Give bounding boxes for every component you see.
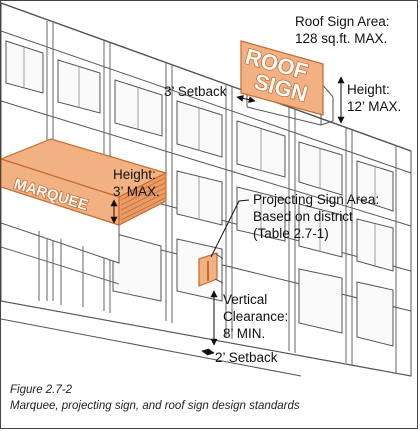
projecting-area-label: Projecting Sign Area: Based on district …	[253, 192, 380, 241]
projecting-sign	[198, 252, 224, 287]
roof-setback-dimension	[236, 94, 256, 104]
vertical-clearance-label: Vertical Clearance: 8’ MIN.	[223, 292, 289, 341]
figure-caption: Figure 2.7-2 Marquee, projecting sign, a…	[10, 382, 300, 414]
figure-number: Figure 2.7-2	[10, 384, 73, 396]
window-mullions	[23, 47, 376, 266]
clearance-dimension	[201, 290, 218, 356]
sidewalk-setback-label: 2’ Setback	[215, 350, 278, 365]
roof-sign-area-label: Roof Sign Area: 128 sq.ft. MAX.	[295, 14, 390, 46]
roof-height-label: Height: 12’ MAX.	[347, 82, 402, 114]
building-illustration: MARQUEE ROOF SIGN	[1, 2, 412, 377]
sidewalk	[1, 300, 412, 377]
facade-columns	[46, 21, 397, 373]
projecting-leader	[210, 199, 250, 258]
marquee-sign: MARQUEE	[1, 138, 168, 307]
roof-setback-label: 3’ Setback	[164, 84, 227, 99]
figure-caption-text: Marquee, projecting sign, and roof sign …	[10, 400, 300, 412]
marquee-height-label: Height: 3’ MAX.	[113, 167, 160, 199]
